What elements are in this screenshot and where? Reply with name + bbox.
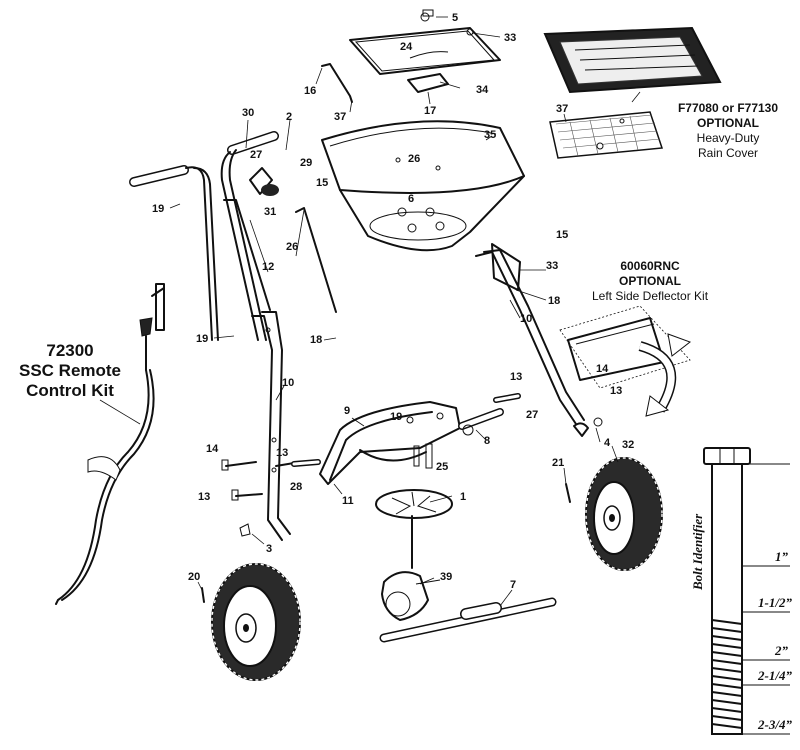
callout-15b: 15	[556, 229, 568, 241]
callout-16: 16	[304, 85, 316, 97]
remote-kit-caption: 72300 SSC Remote Control Kit	[19, 341, 121, 400]
deflector-part-number: 60060RNC	[620, 259, 680, 273]
deflector-desc: Left Side Deflector Kit	[592, 289, 709, 303]
bolt-size-2-25: 2-1/4”	[757, 668, 792, 683]
gearbox	[381, 571, 441, 621]
deflector-kit	[559, 305, 692, 417]
control-rod	[295, 207, 337, 313]
callout-24: 26	[408, 153, 420, 165]
callout-38: 37	[334, 111, 346, 123]
bolt-size-1: 1”	[775, 549, 789, 564]
bolt-size-2: 2”	[774, 643, 789, 658]
callout-13d: 13	[198, 491, 210, 503]
rain-cover	[543, 26, 722, 94]
callout-9: 9	[344, 405, 350, 417]
deflector-caption: 60060RNC OPTIONAL Left Side Deflector Ki…	[592, 259, 709, 303]
remote-kit-name-1: SSC Remote	[19, 361, 121, 380]
bolt-size-2-75: 2-3/4”	[757, 717, 792, 732]
callout-19a: 19	[152, 203, 164, 215]
callout-35: 35	[484, 129, 496, 141]
callout-20: 20	[188, 571, 200, 583]
remote-kit-name-2: Control Kit	[26, 381, 114, 400]
bolt-identifier	[703, 447, 790, 735]
callout-32: 32	[622, 439, 634, 451]
callout-27a: 27	[526, 409, 538, 421]
hub-cap	[573, 422, 589, 437]
callout-4: 4	[604, 437, 611, 449]
callout-12: 11	[342, 495, 354, 507]
callout-25: 27	[250, 149, 262, 161]
bolt-size-1-5: 1-1/2”	[758, 595, 792, 610]
callout-19c: 19	[390, 411, 402, 423]
callout-3: 3	[266, 543, 272, 555]
leader-lines	[99, 16, 641, 607]
left-frame-leg	[251, 311, 291, 541]
callout-11: 12	[262, 261, 274, 273]
callout-1: 1	[460, 491, 466, 503]
callout-10b: 10	[520, 313, 532, 325]
hopper-screen	[549, 111, 664, 159]
callout-10a: 10	[282, 377, 294, 389]
callout-7: 7	[510, 579, 516, 591]
hopper	[321, 120, 525, 252]
callout-2: 2	[286, 111, 292, 123]
hopper-top-frame	[349, 9, 501, 93]
callout-23: 25	[436, 461, 448, 473]
callout-13a: 13	[610, 385, 622, 397]
left-wheel	[211, 563, 301, 681]
axle	[379, 597, 557, 643]
callout-14b: 14	[206, 443, 219, 455]
callout-19b: 19	[196, 333, 208, 345]
callout-26: 26	[286, 241, 298, 253]
bolt-identifier-title: Bolt Identifier	[690, 513, 705, 591]
callout-13b: 13	[510, 371, 522, 383]
callout-15: 15	[316, 177, 328, 189]
rain-cover-optional: OPTIONAL	[697, 116, 759, 130]
callout-34: 34	[476, 84, 489, 96]
callout-28: 29	[300, 157, 312, 169]
callout-33: 33	[504, 32, 516, 44]
callout-39: 39	[440, 571, 452, 583]
handle-assembly	[129, 131, 279, 341]
rain-cover-desc-1: Heavy-Duty	[697, 131, 760, 145]
rain-cover-desc-2: Rain Cover	[698, 146, 758, 160]
right-frame-leg	[475, 243, 585, 425]
right-wheel	[585, 457, 663, 571]
callout-18b: 18	[548, 295, 560, 307]
remote-kit-number: 72300	[46, 341, 93, 360]
callout-17: 17	[424, 105, 436, 117]
callout-5: 5	[452, 12, 458, 24]
callout-30: 31	[264, 206, 276, 218]
callout-29: 30	[242, 107, 254, 119]
callout-13c: 13	[276, 447, 288, 459]
cotter-pin-right	[565, 483, 571, 503]
rain-cover-part-numbers: F77080 or F77130	[678, 101, 778, 115]
callout-27b: 28	[290, 481, 302, 493]
impeller	[375, 489, 453, 569]
callout-6: 6	[408, 193, 414, 205]
callout-14a: 14	[596, 363, 609, 375]
callout-21: 21	[552, 457, 564, 469]
rain-cover-caption: F77080 or F77130 OPTIONAL Heavy-Duty Rai…	[678, 101, 778, 160]
deflector-optional: OPTIONAL	[619, 274, 681, 288]
callout-18a: 18	[310, 334, 322, 346]
callout-37: 37	[556, 103, 568, 115]
callout-8: 8	[484, 435, 490, 447]
cotter-pin-left	[201, 587, 205, 603]
cross-frame	[319, 401, 461, 485]
axle-pin	[458, 393, 521, 436]
callout-22: 24	[400, 41, 413, 53]
remote-control-kit	[55, 283, 165, 605]
callout-numbers: 5 33 24 16 34 17 37 35 37 26 6 30 2 27 2…	[152, 12, 634, 591]
agitator-rod	[321, 63, 353, 103]
left-bolts	[221, 459, 321, 537]
callout-31: 33	[546, 260, 558, 272]
